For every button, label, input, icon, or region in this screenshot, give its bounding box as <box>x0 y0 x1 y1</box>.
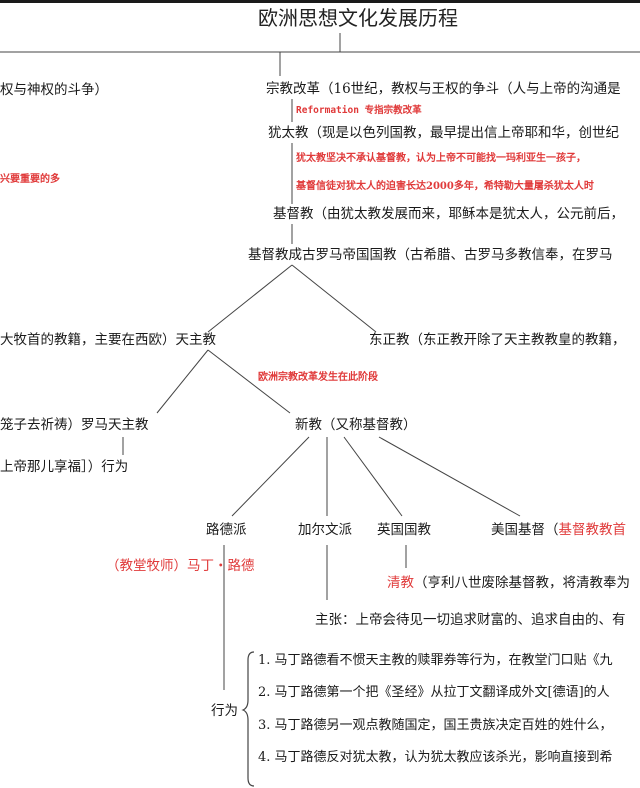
judaism-node: 犹太教（现是以色列国教，最早提出信上帝耶和华，创世纪 <box>268 125 619 141</box>
judaism-note-2: 基督信徒对犹太人的迫害长达2000多年，希特勒大量屠杀犹太人时 <box>296 181 594 192</box>
roman-catholic-node: 笼子去祈祷）罗马天主教 <box>0 417 149 433</box>
american-christian-label: 美国基督（ <box>491 522 559 538</box>
catholicism-node: 大牧首的教籍，主要在西欧）天主教 <box>0 332 216 348</box>
christianity-node: 基督教（由犹太教发展而来，耶稣本是犹太人，公元前后， <box>273 206 624 222</box>
behavior-item-4: 4. 马丁路德反对犹太教，认为犹太教应该杀光，影响直接到希 <box>258 750 613 765</box>
reformation-node: 宗教改革（16世纪，教权与王权的争斗（人与上帝的沟通是 <box>266 81 621 97</box>
calvin-claim: 主张：上帝会待见一切追求财富的、追求自由的、有 <box>315 612 626 628</box>
calvinist-node: 加尔文派 <box>298 522 352 538</box>
reformation-note: Reformation 专指宗教改革 <box>296 105 422 116</box>
martin-luther-label: （教堂牧师）马丁・路德 <box>106 558 255 574</box>
american-christian-red: 基督教教首 <box>558 522 627 538</box>
american-christian-node: 美国基督（基督教教首 <box>491 522 626 538</box>
roman-catholic-behavior: 上帝那儿享福］）行为 <box>0 459 129 475</box>
left-branch-note: 兴要重要的多 <box>0 174 60 185</box>
page-title: 欧洲思想文化发展历程 <box>258 6 458 30</box>
puritan-node: 清教（亨利八世废除基督教，将清教奉为 <box>387 575 630 591</box>
behavior-label: 行为 <box>211 703 238 719</box>
catholicism-note: 欧洲宗教改革发生在此阶段 <box>258 372 378 383</box>
anglican-node: 英国国教 <box>377 522 431 538</box>
puritan-red: 清教 <box>387 575 414 591</box>
orthodox-node: 东正教（东正教开除了天主教教皇的教籍， <box>369 332 626 348</box>
puritan-label: （亨利八世废除基督教，将清教奉为 <box>414 575 630 591</box>
judaism-note-1: 犹太教坚决不承认基督教，认为上帝不可能找一玛利亚生一孩子， <box>296 153 586 164</box>
protestant-node: 新教（又称基督教） <box>295 417 417 433</box>
lutheran-node: 路德派 <box>206 522 247 538</box>
behavior-item-2: 2. 马丁路德第一个把《圣经》从拉丁文翻译成外文[德语]的人 <box>258 685 610 700</box>
state-religion-node: 基督教成古罗马帝国国教（古希腊、古罗马多教信奉，在罗马 <box>248 247 613 263</box>
left-branch-label: 权与神权的斗争） <box>0 82 108 98</box>
top-border <box>0 0 640 3</box>
behavior-item-1: 1. 马丁路德看不惯天主教的赎罪券等行为，在教堂门口贴《九 <box>258 653 613 668</box>
behavior-item-3: 3. 马丁路德另一观点教随国定，国王贵族决定百姓的姓什么， <box>258 718 613 733</box>
